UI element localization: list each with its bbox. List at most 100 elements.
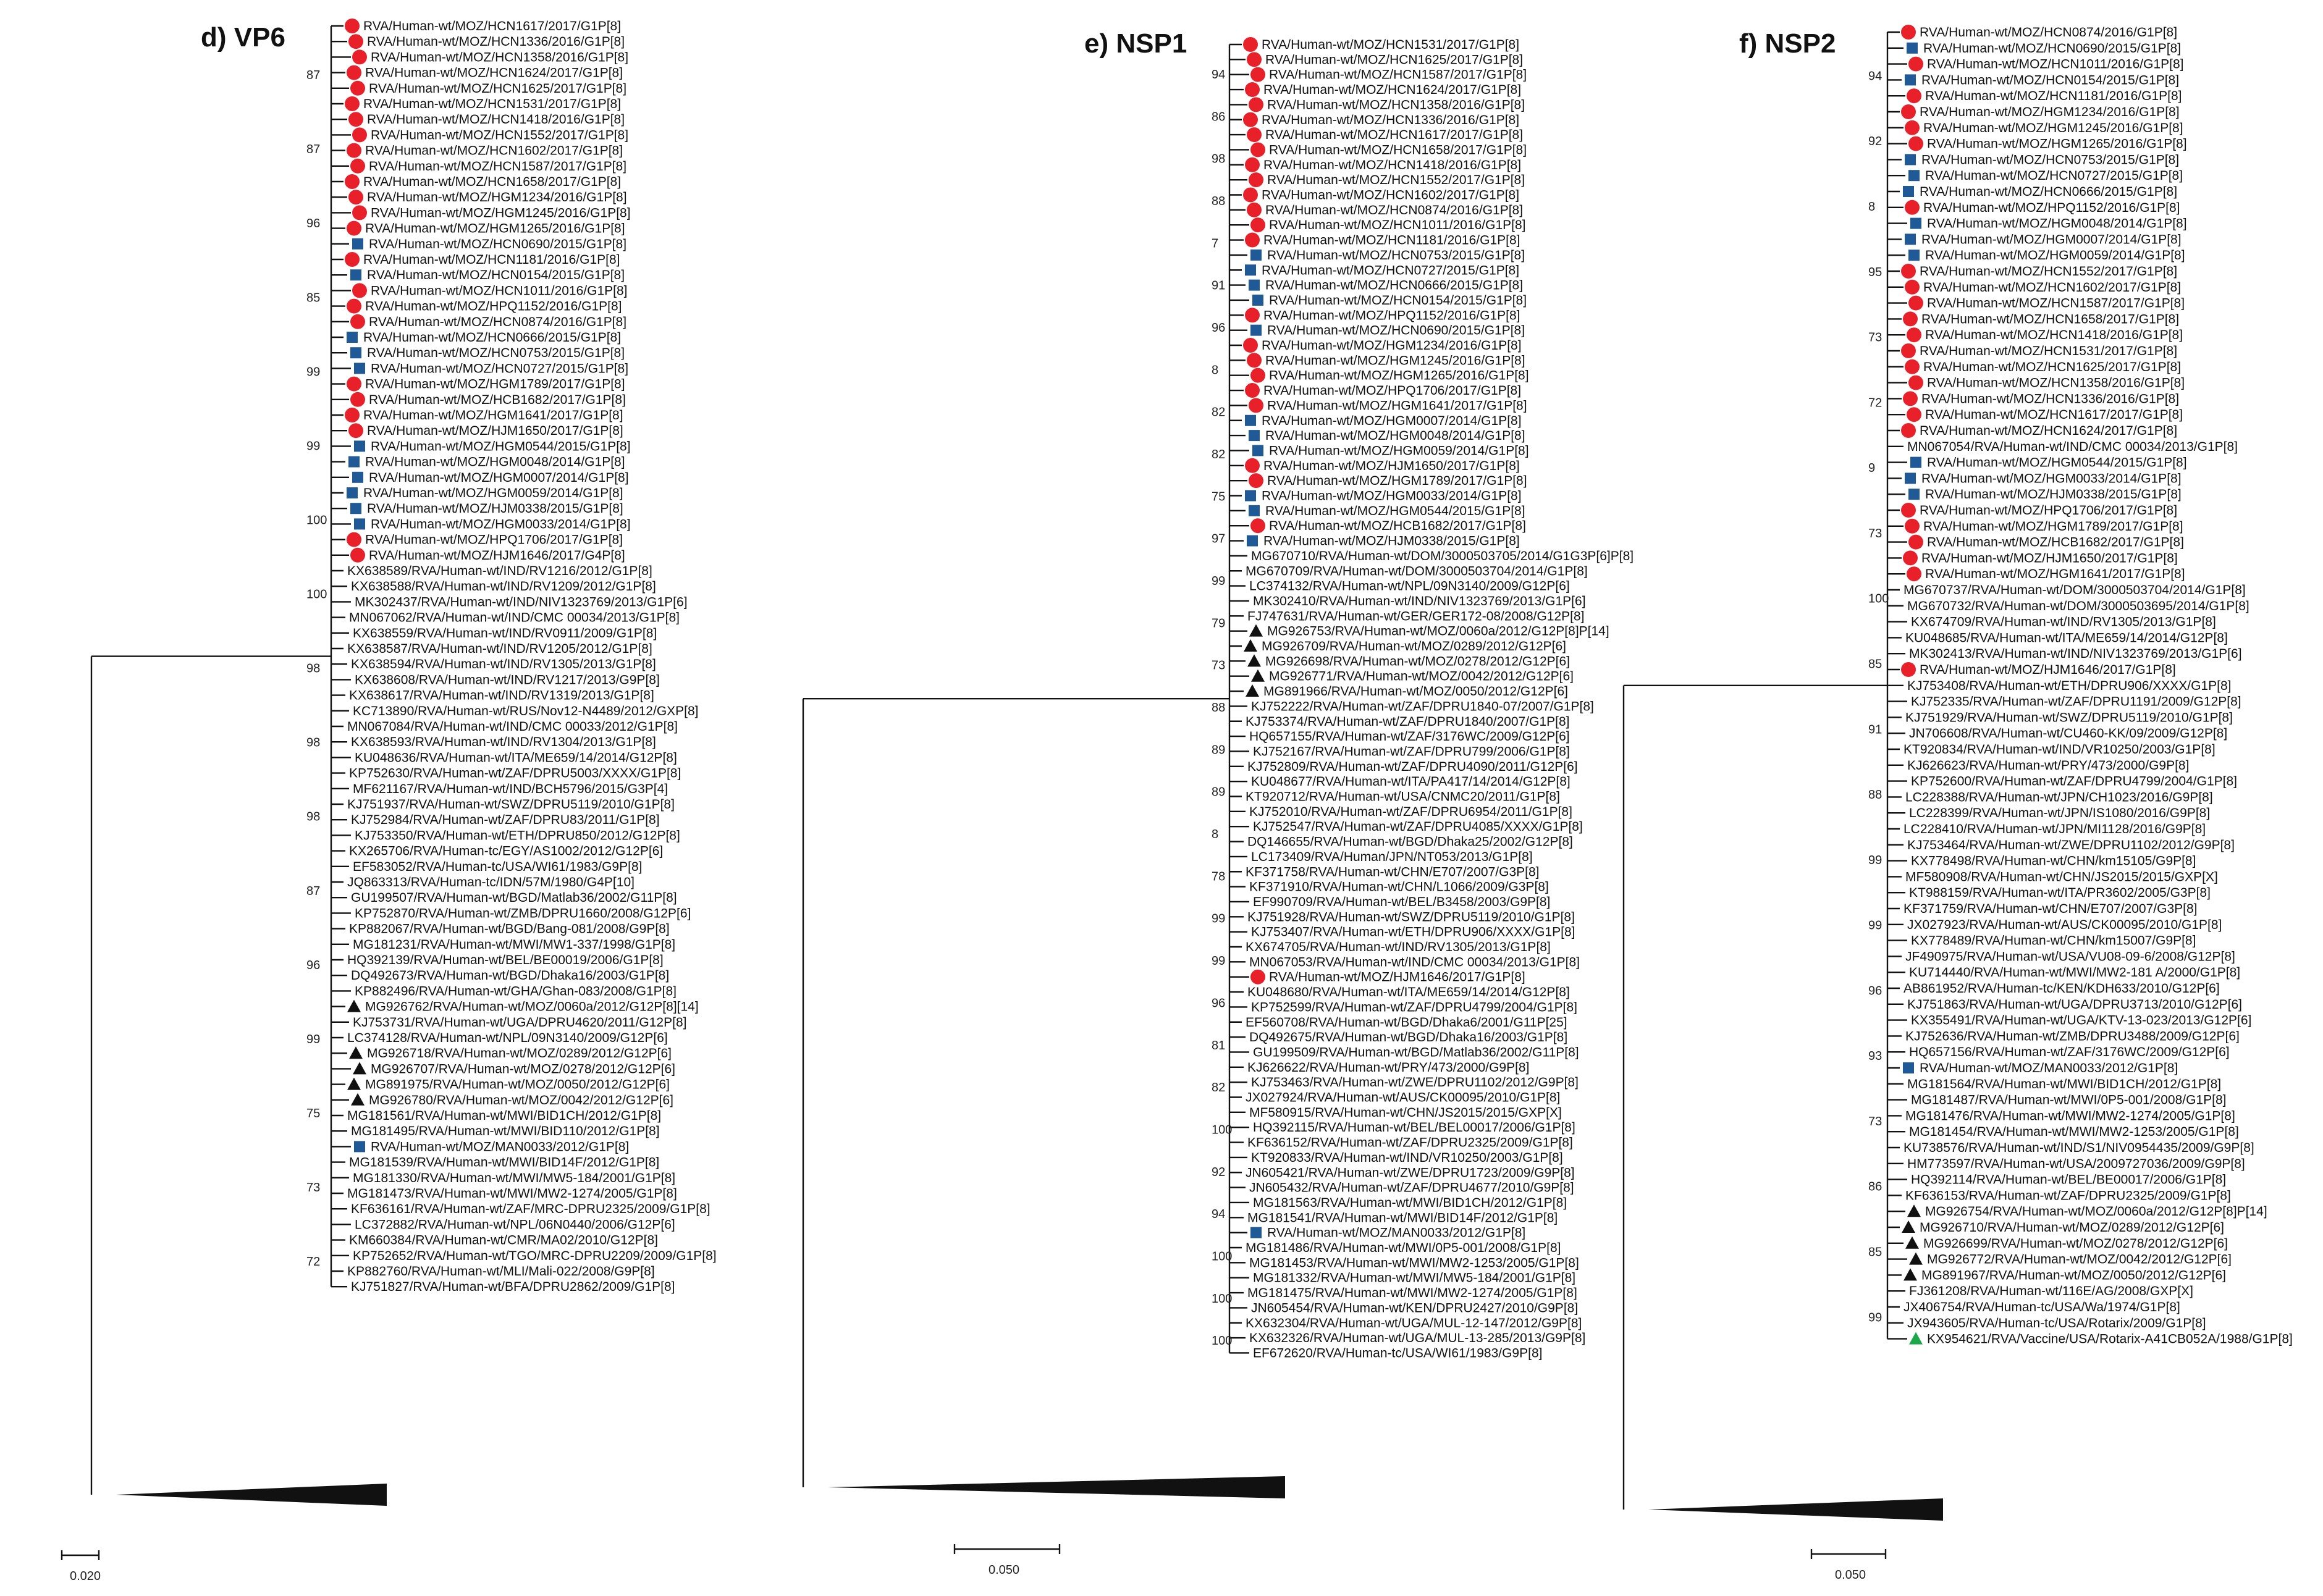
leaf-label: MG926780/RVA/Human-wt/MOZ/0042/2012/G12P… (369, 1093, 673, 1107)
leaf-label: RVA/Human-wt/MOZ/HCN0753/2015/G1P[8] (367, 346, 625, 360)
leaf-label: RVA/Human-wt/MOZ/HCN1181/2016/G1P[8] (1263, 233, 1520, 248)
leaf-label: RVA/Human-wt/MOZ/HPQ1706/2017/G1P[8] (1920, 503, 2177, 518)
leaf-label: RVA/Human-wt/MOZ/HCN0690/2015/G1P[8] (369, 237, 626, 251)
leaf-label: RVA/Human-wt/MOZ/HGM1234/2016/G1P[8] (1262, 338, 1522, 353)
mozambique-square-marker (1903, 1062, 1914, 1073)
leaf-label: RVA/Human-wt/MOZ/HPQ1152/2016/G1P[8] (1923, 201, 2180, 215)
bootstrap-value: 86 (1212, 110, 1225, 124)
leaf-label: RVA/Human-wt/MOZ/HGM1265/2016/G1P[8] (365, 222, 625, 236)
mozambique-circle-marker (1907, 88, 1921, 104)
leaf-label: MN067053/RVA/Human-wt/IND/CMC 00034/2013… (1249, 955, 1580, 969)
leaf-label: KF371910/RVA/Human-wt/CHN/L1066/2009/G3P… (1249, 880, 1549, 894)
leaf-label: RVA/Human-wt/MOZ/HCB1682/2017/G1P[8] (1927, 536, 2184, 550)
leaf-label: MG926718/RVA/Human-wt/MOZ/0289/2012/G12P… (367, 1046, 672, 1060)
panel-d-scale-label: 0.020 (70, 1569, 101, 1583)
leaf-label: RVA/Human-wt/MOZ/HJM0338/2015/G1P[8] (1925, 487, 2182, 502)
mozambique-circle-marker (1905, 359, 1920, 374)
leaf-label: KX778489/RVA/Human-wt/CHN/km15007/G9P[8] (1911, 934, 2196, 948)
leaf-label: KU714440/RVA/Human-wt/MWI/MW2-181 A/2000… (1909, 965, 2240, 980)
mozambique-square-marker (354, 518, 365, 530)
mozambique-circle-marker (347, 220, 361, 236)
leaf-label: RVA/Human-wt/MOZ/MAN0033/2012/G1P[8] (1920, 1061, 2178, 1075)
leaf-label: KX674705/RVA/Human-wt/IND/RV1305/2013/G1… (1246, 940, 1551, 954)
leaf-label: RVA/Human-wt/MOZ/HCN0874/2016/G1P[8] (1920, 25, 2177, 40)
leaf-label: RVA/Human-wt/MOZ/HPQ1706/2017/G1P[8] (365, 533, 623, 547)
leaf-label: RVA/Human-wt/MOZ/HGM0059/2014/G1P[8] (363, 486, 623, 500)
triangle-marker (1904, 1268, 1917, 1281)
leaf-label: RVA/Human-wt/MOZ/HCN1625/2017/G1P[8] (1265, 52, 1523, 67)
leaf-label: RVA/Human-wt/MOZ/HGM0048/2014/G1P[8] (1927, 217, 2187, 231)
leaf-label: LC228410/RVA/Human-wt/JPN/MI1128/2016/G9… (1904, 822, 2206, 836)
leaf-label: KX265706/RVA/Human-tc/EGY/AS1002/2012/G1… (349, 844, 663, 859)
mozambique-circle-marker (345, 408, 360, 422)
bootstrap-value: 99 (306, 1033, 320, 1046)
mozambique-circle-marker (1907, 327, 1921, 343)
leaf-label: RVA/Human-wt/MOZ/HCN0666/2015/G1P[8] (1265, 279, 1523, 293)
bootstrap-value: 87 (306, 69, 320, 82)
leaf-label: RVA/Human-wt/MOZ/HCN0874/2016/G1P[8] (1265, 203, 1523, 217)
leaf-label: RVA/Human-wt/MOZ/HCN1624/2017/G1P[8] (1920, 424, 2177, 438)
bootstrap-value: 99 (1212, 912, 1225, 926)
bootstrap-value: 85 (1868, 657, 1882, 671)
mozambique-circle-marker (350, 158, 365, 174)
leaf-label: MK302413/RVA/Human-wt/IND/NIV1323769/201… (1909, 647, 2242, 661)
mozambique-circle-marker (1901, 503, 1916, 518)
bootstrap-value: 89 (1212, 786, 1225, 799)
leaf-label: KJ752547/RVA/Human-wt/ZAF/DPRU4085/XXXX/… (1253, 820, 1583, 834)
leaf-label: RVA/Human-wt/MOZ/HCN1658/2017/G1P[8] (1269, 143, 1527, 157)
mozambique-circle-marker (350, 314, 365, 329)
leaf-label: JX406754/RVA/Human-tc/USA/Wa/1974/G1P[8] (1904, 1300, 2180, 1314)
leaf-label: RVA/Human-wt/MOZ/HCN1552/2017/G1P[8] (1267, 173, 1525, 187)
leaf-label: KU048685/RVA/Human-wt/ITA/ME659/14/2014/… (1905, 631, 2228, 645)
leaf-label: KF636152/RVA/Human-wt/ZAF/DPRU2325/2009/… (1247, 1136, 1573, 1150)
bootstrap-value: 75 (306, 1107, 320, 1120)
bootstrap-value: 88 (1212, 701, 1225, 715)
triangle-marker (1902, 1220, 1915, 1233)
leaf-label: JF490975/RVA/Human-wt/USA/VU08-09-6/2008… (1905, 949, 2235, 964)
bootstrap-value: 99 (306, 365, 320, 379)
leaf-label: KJ751863/RVA/Human-wt/UGA/DPRU3713/2010/… (1907, 998, 2242, 1012)
mozambique-square-marker (1247, 535, 1258, 547)
leaf-label: RVA/Human-wt/MOZ/HCN0690/2015/G1P[8] (1923, 41, 2181, 56)
mozambique-circle-marker (1250, 368, 1265, 383)
leaf-label: KC713890/RVA/Human-wt/RUS/Nov12-N4489/20… (353, 704, 699, 718)
leaf-label: RVA/Human-wt/MOZ/HGM0007/2014/G1P[8] (1262, 414, 1522, 428)
leaf-label: RVA/Human-wt/MOZ/HJM1646/2017/G4P[8] (369, 548, 625, 563)
leaf-label: RVA/Human-wt/MOZ/HCN1625/2017/G1P[8] (369, 82, 626, 96)
triangle-marker (1905, 1236, 1919, 1249)
leaf-label: JX943605/RVA/Human-tc/USA/Rotarix/2009/G… (1907, 1316, 2206, 1330)
bootstrap-value: 85 (306, 291, 320, 304)
leaf-label: RVA/Human-wt/MOZ/HCN1358/2016/G1P[8] (371, 50, 628, 64)
bootstrap-value: 100 (1212, 1292, 1232, 1306)
bootstrap-value: 99 (1868, 1311, 1882, 1324)
leaf-label: KF636161/RVA/Human-wt/ZAF/MRC-DPRU2325/2… (351, 1202, 710, 1216)
leaf-label: RVA/Human-wt/MOZ/HGM0544/2015/G1P[8] (1265, 504, 1525, 518)
leaf-label: HQ657156/RVA/Human-wt/ZAF/3176WC/2009/G1… (1909, 1045, 2230, 1059)
bootstrap-value: 78 (1212, 870, 1225, 883)
bootstrap-value: 99 (306, 439, 320, 453)
leaf-label: EF672620/RVA/Human-tc/USA/WI61/1983/G9P[… (1253, 1346, 1542, 1360)
leaf-label: RVA/Human-wt/MOZ/HGM1641/2017/G1P[8] (363, 408, 623, 422)
mozambique-square-marker (1905, 472, 1916, 484)
triangle-marker (1247, 654, 1261, 667)
leaf-label: RVA/Human-wt/MOZ/HCN1011/2016/G1P[8] (1927, 57, 2184, 72)
mozambique-square-marker (1245, 490, 1256, 502)
mozambique-circle-marker (348, 112, 363, 127)
leaf-label: RVA/Human-wt/MOZ/HCN1418/2016/G1P[8] (1263, 158, 1521, 172)
leaf-label: LC372882/RVA/Human-wt/NPL/06N0440/2006/G… (355, 1217, 675, 1232)
mozambique-circle-marker (348, 190, 363, 205)
leaf-label: KX638617/RVA/Human-wt/IND/RV1319/2013/G1… (349, 689, 654, 703)
mozambique-circle-marker (1245, 157, 1260, 172)
leaf-label: MG926772/RVA/Human-wt/MOZ/0042/2012/G12P… (1927, 1253, 2232, 1267)
collapsed-clade-wedge (828, 1476, 1285, 1498)
bootstrap-value: 89 (1212, 743, 1225, 757)
bootstrap-value: 82 (1212, 406, 1225, 419)
leaf-label: RVA/Human-wt/MOZ/HGM1245/2016/G1P[8] (371, 206, 631, 220)
bootstrap-value: 96 (1868, 984, 1882, 998)
leaf-label: LC374128/RVA/Human-wt/NPL/09N3140/2009/G… (347, 1031, 668, 1045)
bootstrap-value: 100 (1212, 1250, 1232, 1263)
leaf-label: MG181561/RVA/Human-wt/MWI/BID1CH/2012/G1… (347, 1109, 661, 1123)
mozambique-circle-marker (1247, 353, 1262, 368)
mozambique-circle-marker (1245, 383, 1260, 398)
mozambique-circle-marker (347, 532, 361, 547)
